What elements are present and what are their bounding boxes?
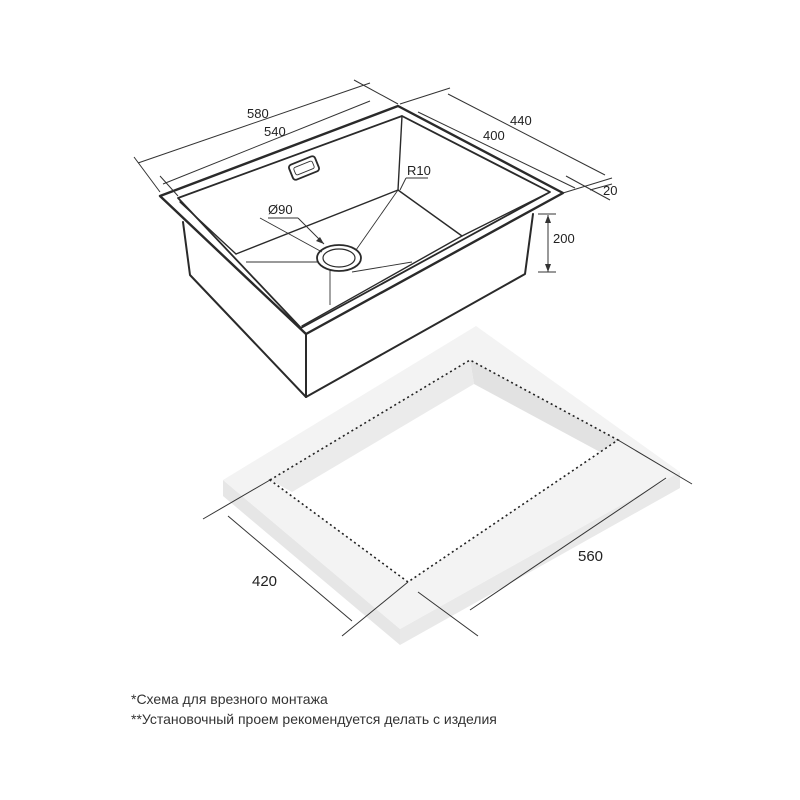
dim-line-400 [417, 111, 576, 189]
dim-label-420: 420 [252, 573, 277, 590]
dim-line-20 [565, 175, 611, 201]
countertop-left-side [223, 480, 400, 645]
dim-line-440 [447, 93, 606, 176]
drain-inner-ring [322, 248, 356, 268]
dim-line-420 [227, 515, 353, 622]
sink-drawing [158, 104, 565, 398]
sink-bowl-back-corner [397, 115, 403, 191]
sink-body-right-wall [305, 213, 534, 398]
note-cutout-recommendation: **Установочный проем рекомендуется делат… [131, 711, 497, 727]
sink-body-left-wall [182, 221, 307, 398]
sink-bowl-left-corner [179, 201, 237, 255]
dim-label-200: 200 [553, 231, 575, 246]
dim-label-580: 580 [247, 106, 269, 121]
cutout-inner-wall-left [270, 360, 474, 492]
dim-label-560: 560 [578, 548, 603, 565]
dim-line-560 [469, 477, 667, 611]
overflow-slot-icon [288, 155, 320, 181]
dim-label-440: 440 [510, 113, 532, 128]
dim-label-20: 20 [603, 183, 617, 198]
note-flush-mount: *Схема для врезного монтажа [131, 691, 328, 707]
cutout-dimensions: 420 560 [202, 439, 693, 637]
cutout-hole [270, 360, 618, 582]
sink-bowl-floor [235, 189, 463, 327]
sink-bowl-right-corner [461, 193, 547, 237]
countertop-cutout [223, 326, 680, 645]
dim-line-580 [137, 82, 371, 164]
cutout-inner-wall-back [470, 360, 618, 452]
dim-label-drain: Ø90 [268, 202, 293, 217]
dim-label-540: 540 [264, 124, 286, 139]
installation-notes: *Схема для врезного монтажа **Установочн… [131, 689, 497, 729]
sink-dimensions: 580 540 440 400 20 200 R10 Ø90 [133, 79, 617, 273]
sink-inner-rim [177, 115, 551, 329]
drain-outer-ring [316, 244, 362, 272]
dim-label-400: 400 [483, 128, 505, 143]
dim-line-540 [162, 100, 371, 185]
dim-label-r10: R10 [407, 163, 431, 178]
sink-drain-grooves [246, 189, 413, 305]
